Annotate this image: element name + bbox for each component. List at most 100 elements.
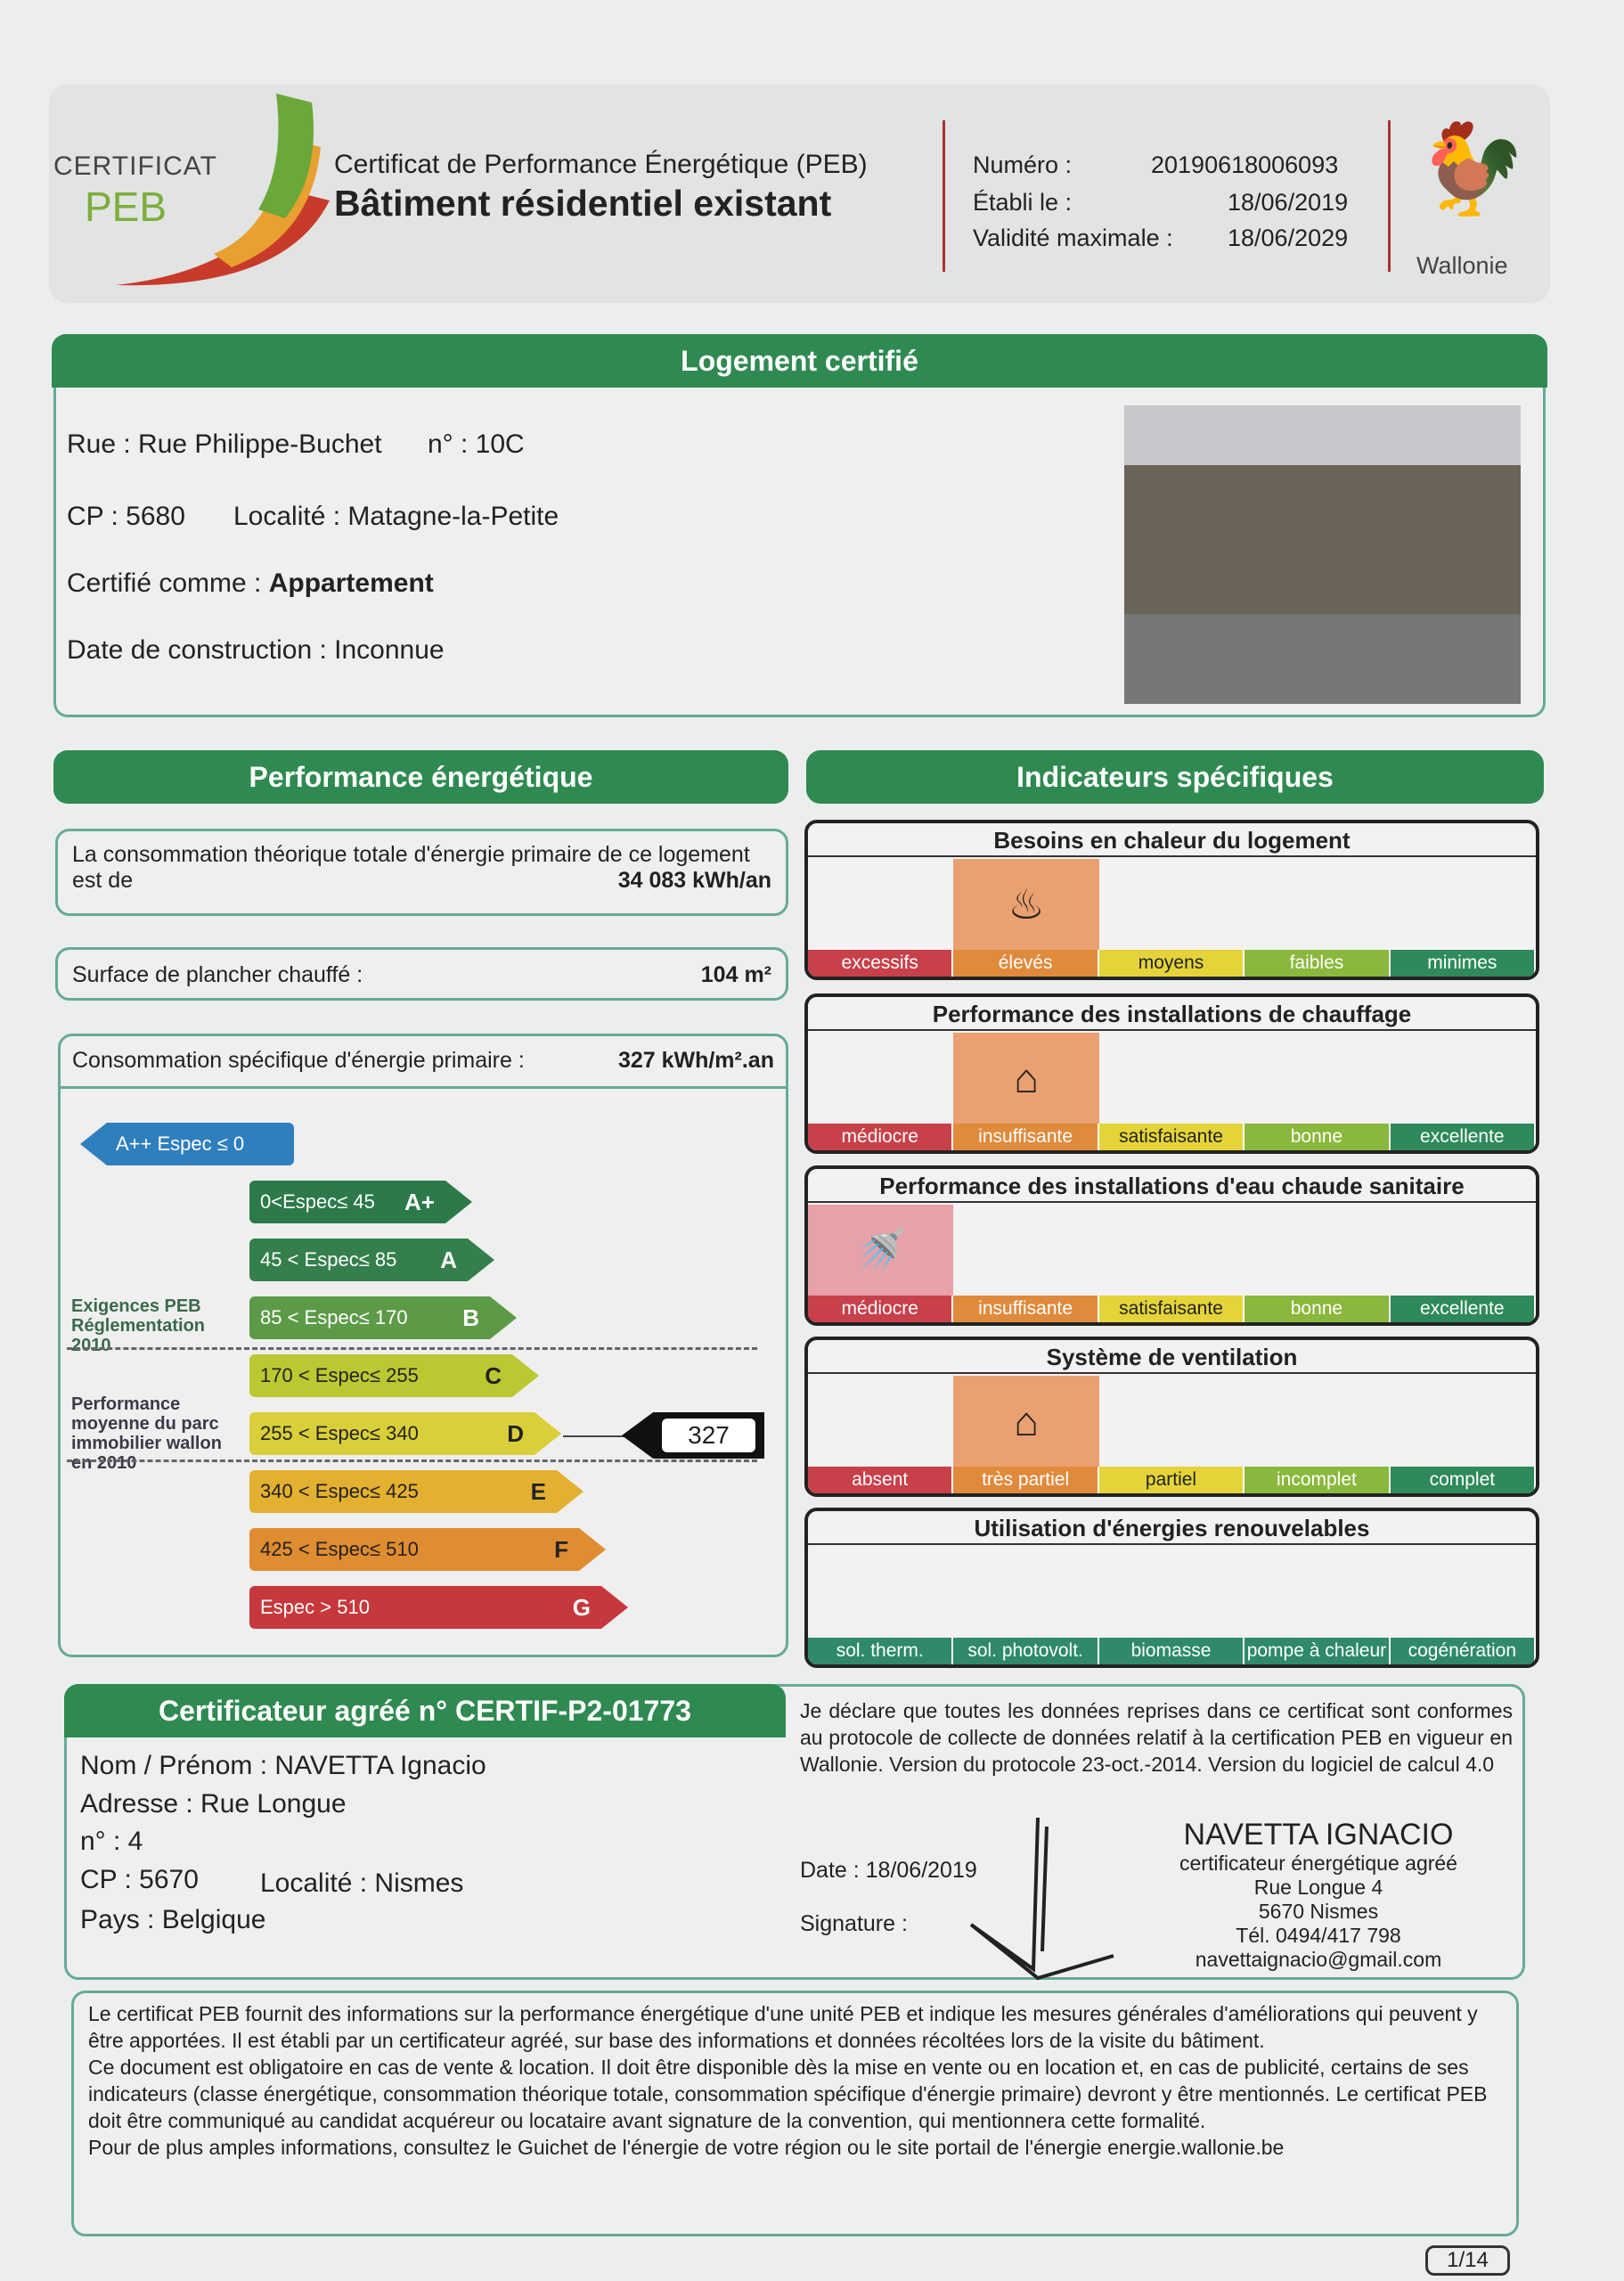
indicator-level: très partiel bbox=[953, 1467, 1099, 1493]
class-letter: C bbox=[485, 1362, 502, 1389]
logo-text-peb: PEB bbox=[85, 184, 167, 230]
indicator-level: minimes bbox=[1390, 950, 1536, 977]
energy-class-2: 45 < Espec≤ 85 A bbox=[249, 1239, 494, 1281]
validite-label: Validité maximale : bbox=[973, 225, 1173, 251]
indicator-title: Performance des installations d'eau chau… bbox=[808, 1169, 1536, 1203]
indicator-level: excessifs bbox=[808, 950, 954, 977]
class-range: Espec > 510 bbox=[260, 1596, 370, 1618]
stamp-phone: Tél. 0494/417 798 bbox=[1236, 1924, 1401, 1947]
peb-logo-icon bbox=[116, 94, 330, 286]
class-letter: D bbox=[507, 1420, 524, 1447]
marker-value: 327 bbox=[662, 1418, 755, 1452]
cert-numero: n° : 4 bbox=[80, 1827, 143, 1856]
indicator-level: médiocre bbox=[808, 1296, 954, 1322]
class-range: 170 < Espec≤ 255 bbox=[260, 1364, 419, 1386]
etabli-label: Établi le : bbox=[973, 189, 1073, 216]
indicator-title: Performance des installations de chauffa… bbox=[808, 997, 1536, 1031]
house-heating-icon: ⌂ bbox=[953, 1033, 1099, 1124]
energy-class-3: 85 < Espec≤ 170 B bbox=[249, 1296, 517, 1339]
info-p1: Le certificat PEB fournit des informatio… bbox=[88, 2002, 1478, 2052]
stamp-role: certificateur énergétique agréé bbox=[1179, 1852, 1457, 1875]
spec-label: Consommation spécifique d'énergie primai… bbox=[72, 1048, 525, 1073]
indicator-level: partiel bbox=[1098, 1467, 1245, 1493]
stamp: NAVETTA IGNACIO certificateur énergétiqu… bbox=[1131, 1818, 1506, 1972]
class-letter: A bbox=[440, 1247, 457, 1273]
construction: Date de construction : Inconnue bbox=[67, 635, 445, 665]
indicateurs-title: Indicateurs spécifiques bbox=[806, 750, 1544, 804]
indicator-level: insuffisante bbox=[953, 1124, 1099, 1150]
doc-subtitle: Bâtiment résidentiel existant bbox=[334, 183, 832, 224]
class-letter: E bbox=[530, 1478, 546, 1505]
energy-class-5: 255 < Espec≤ 340 D bbox=[249, 1412, 561, 1455]
numero-value: 20190618006093 bbox=[1151, 151, 1339, 178]
indicator-2: Performance des installations d'eau chau… bbox=[804, 1165, 1539, 1326]
indicator-level: incomplet bbox=[1245, 1467, 1391, 1493]
surface-label: Surface de plancher chauffé : bbox=[72, 962, 363, 987]
info-p2: Ce document est obligatoire en cas de ve… bbox=[88, 2056, 1488, 2132]
logo-text: CERTIFICAT bbox=[53, 151, 217, 181]
cert-cp: CP : 5670 bbox=[80, 1865, 199, 1894]
class-range: 45 < Espec≤ 85 bbox=[260, 1248, 397, 1271]
indicator-title: Système de ventilation bbox=[808, 1340, 1536, 1374]
divider bbox=[67, 1459, 757, 1462]
indicator-level: cogénération bbox=[1390, 1638, 1536, 1664]
stamp-city: 5670 Nismes bbox=[1258, 1900, 1379, 1923]
stamp-street: Rue Longue 4 bbox=[1253, 1876, 1383, 1899]
info-p3: Pour de plus amples informations, consul… bbox=[88, 2136, 1285, 2159]
house-heat-icon: ♨ bbox=[953, 859, 1099, 950]
indicator-level: biomasse bbox=[1098, 1638, 1245, 1664]
divider bbox=[943, 120, 945, 272]
validite-value: 18/06/2029 bbox=[1228, 225, 1349, 251]
indicator-level: bonne bbox=[1245, 1296, 1391, 1322]
class-letter: A+ bbox=[404, 1189, 435, 1215]
indicator-level: sol. therm. bbox=[808, 1638, 954, 1664]
energy-class-4: 170 < Espec≤ 255 C bbox=[249, 1354, 539, 1397]
divider bbox=[1388, 120, 1391, 272]
indicator-level: moyens bbox=[1098, 950, 1245, 977]
class-range: 0<Espec≤ 45 bbox=[260, 1190, 375, 1213]
indicator-4: Utilisation d'énergies renouvelables sol.… bbox=[804, 1508, 1539, 1668]
certifie-value: Appartement bbox=[268, 568, 434, 598]
class-letter: G bbox=[572, 1594, 591, 1621]
indicator-level: élevés bbox=[953, 950, 1099, 977]
spec-value: 327 kWh/m².an bbox=[617, 1048, 774, 1073]
class-range: A++ Espec ≤ 0 bbox=[116, 1132, 245, 1155]
declaration: Je déclare que toutes les données repris… bbox=[800, 1699, 1513, 1776]
indicator-1: Performance des installations de chauffa… bbox=[804, 993, 1539, 1154]
indicator-level: médiocre bbox=[808, 1124, 954, 1150]
cert-nom: Nom / Prénom : NAVETTA Ignacio bbox=[80, 1751, 486, 1780]
surface-box: Surface de plancher chauffé :104 m² bbox=[55, 947, 788, 1001]
energy-class-1: 0<Espec≤ 45 A+ bbox=[249, 1181, 472, 1223]
date: Date : 18/06/2019 bbox=[800, 1858, 977, 1883]
building-photo bbox=[1124, 405, 1521, 704]
class-letter: F bbox=[554, 1536, 568, 1563]
localite: Localité : Matagne-la-Petite bbox=[233, 502, 559, 531]
indicator-level: satisfaisante bbox=[1098, 1124, 1245, 1150]
region-label: Wallonie bbox=[1416, 252, 1508, 279]
spec-row: Consommation spécifique d'énergie primai… bbox=[58, 1035, 788, 1089]
class-letter: B bbox=[462, 1304, 479, 1331]
doc-title: Certificat de Performance Énergétique (P… bbox=[334, 150, 868, 179]
class-range: 85 < Espec≤ 170 bbox=[260, 1306, 408, 1329]
indicator-title: Utilisation d'énergies renouvelables bbox=[808, 1511, 1536, 1545]
indicator-title: Besoins en chaleur du logement bbox=[808, 823, 1536, 857]
signature-label: Signature : bbox=[800, 1911, 908, 1936]
divider bbox=[67, 1347, 757, 1350]
conso-text: La consommation théorique totale d'énerg… bbox=[72, 842, 750, 893]
indicator-level: satisfaisante bbox=[1098, 1296, 1245, 1322]
cp: CP : 5680 bbox=[67, 502, 185, 531]
indicator-level: insuffisante bbox=[953, 1296, 1099, 1322]
stamp-name: NAVETTA IGNACIO bbox=[1183, 1818, 1454, 1852]
indicator-level: sol. photovolt. bbox=[953, 1638, 1099, 1664]
class-range: 255 < Espec≤ 340 bbox=[260, 1422, 419, 1444]
rue: Rue : Rue Philippe-Buchet bbox=[67, 429, 382, 459]
cert-adresse: Adresse : Rue Longue bbox=[80, 1789, 347, 1819]
logement-title: Logement certifié bbox=[52, 334, 1547, 388]
conso-box: La consommation théorique totale d'énerg… bbox=[55, 829, 788, 916]
